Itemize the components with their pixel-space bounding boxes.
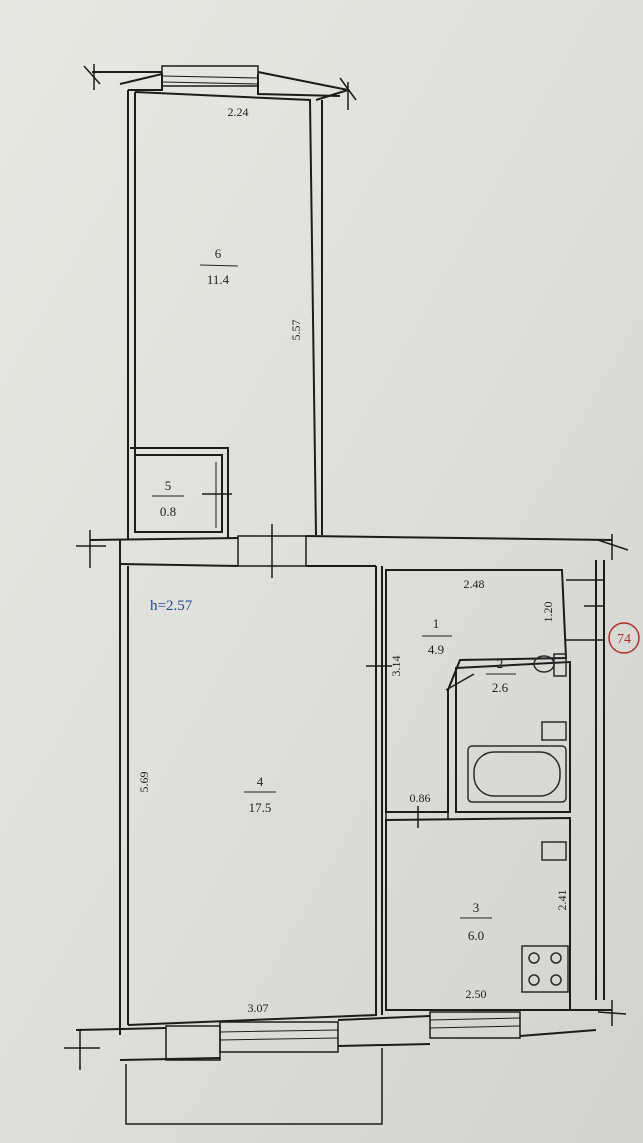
- room-2-label: 2 2.6: [486, 656, 516, 695]
- dim-room4-width: 3.07: [248, 1001, 269, 1015]
- dim-room6-width: 2.24: [228, 105, 249, 119]
- room-area: 2.6: [492, 680, 509, 695]
- room-number: 6: [215, 246, 222, 261]
- dim-room1-width: 2.48: [464, 577, 485, 591]
- room-6-label: 6 11.4: [199, 246, 239, 287]
- dim-room6-length: 5.57: [289, 320, 303, 341]
- dim-passage-width: 0.86: [410, 791, 431, 805]
- dim-room3-width: 2.50: [466, 987, 487, 1001]
- room-area: 6.0: [468, 928, 484, 943]
- dim-room3-length: 2.41: [555, 890, 569, 911]
- apartment-number: 74: [617, 632, 631, 647]
- sink: [541, 721, 567, 861]
- apartment-number-badge: 74: [608, 622, 640, 654]
- room-number: 2: [497, 656, 504, 671]
- stove-icon: [521, 945, 569, 993]
- ceiling-height: h=2.57: [150, 598, 193, 614]
- dim-hall-width: 1.20: [541, 602, 555, 623]
- room-area: 4.9: [428, 642, 444, 657]
- bathtub: [467, 745, 567, 803]
- room-area: 11.4: [207, 272, 230, 287]
- room-number: 5: [165, 478, 172, 493]
- walls: [64, 64, 629, 1125]
- room-3-label: 3 6.0: [460, 900, 492, 943]
- room-5-label: 5 0.8: [152, 478, 184, 519]
- room-4-label: 4 17.5: [244, 774, 276, 815]
- room-1-label: 1 4.9: [422, 616, 452, 657]
- room-number: 3: [473, 900, 480, 915]
- room-area: 0.8: [160, 504, 176, 519]
- toilet: [533, 653, 567, 677]
- dim-room4-length: 5.69: [137, 772, 151, 793]
- room-area: 17.5: [249, 800, 272, 815]
- dim-room1-length: 3.14: [389, 656, 403, 677]
- room-number: 4: [257, 774, 264, 789]
- room-number: 1: [433, 616, 440, 631]
